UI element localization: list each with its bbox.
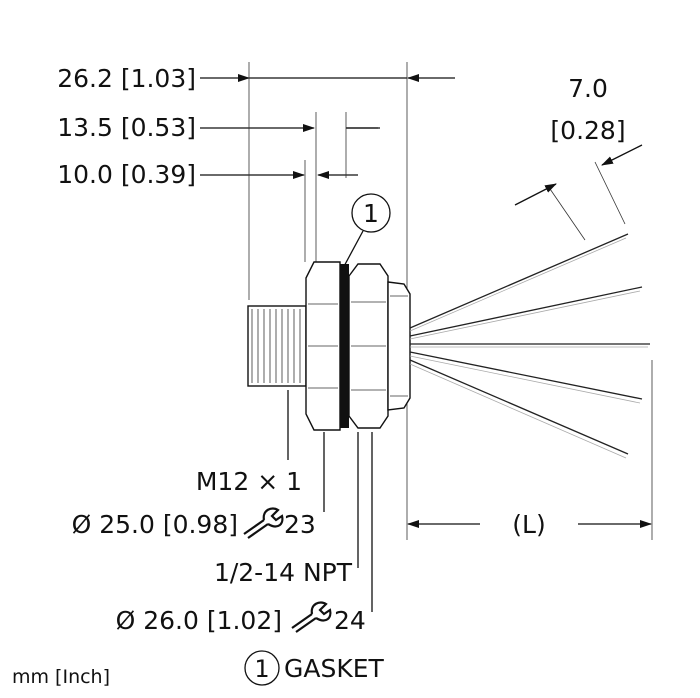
wire-strip-dimension [514,144,643,241]
npt-thread-callout: 1/2-14 NPT [214,558,353,587]
gasket-legend-label: GASKET [284,654,385,683]
body-diameter-callout: Ø 26.0 [1.02] [116,606,282,635]
wire-strip-inch-label: [0.28] [550,116,625,145]
lead-wires [409,233,650,459]
overall-length-label: 26.2 [1.03] [57,64,196,93]
thread-callout: M12 × 1 [196,467,302,496]
body-length-label: 13.5 [0.53] [57,113,196,142]
thread-length-label: 10.0 [0.39] [57,160,196,189]
gasket-callout-number: 1 [363,199,379,228]
gasket-callout [341,193,391,271]
extension-lines [248,62,653,540]
wire-strip-label: 7.0 [568,74,608,103]
units-note: mm [Inch] [12,666,110,688]
nut-wrench-size: 23 [284,510,316,539]
nut-diameter-callout: Ø 25.0 [0.98] [72,510,238,539]
gasket-legend-number: 1 [254,655,269,683]
body-wrench-size: 24 [334,606,366,635]
gasket-legend [244,650,280,686]
wrench-icon [243,507,284,539]
callout-leaders [287,390,373,612]
wrench-icon [291,601,332,633]
cable-length-label: (L) [512,510,545,539]
connector-body [247,261,411,431]
